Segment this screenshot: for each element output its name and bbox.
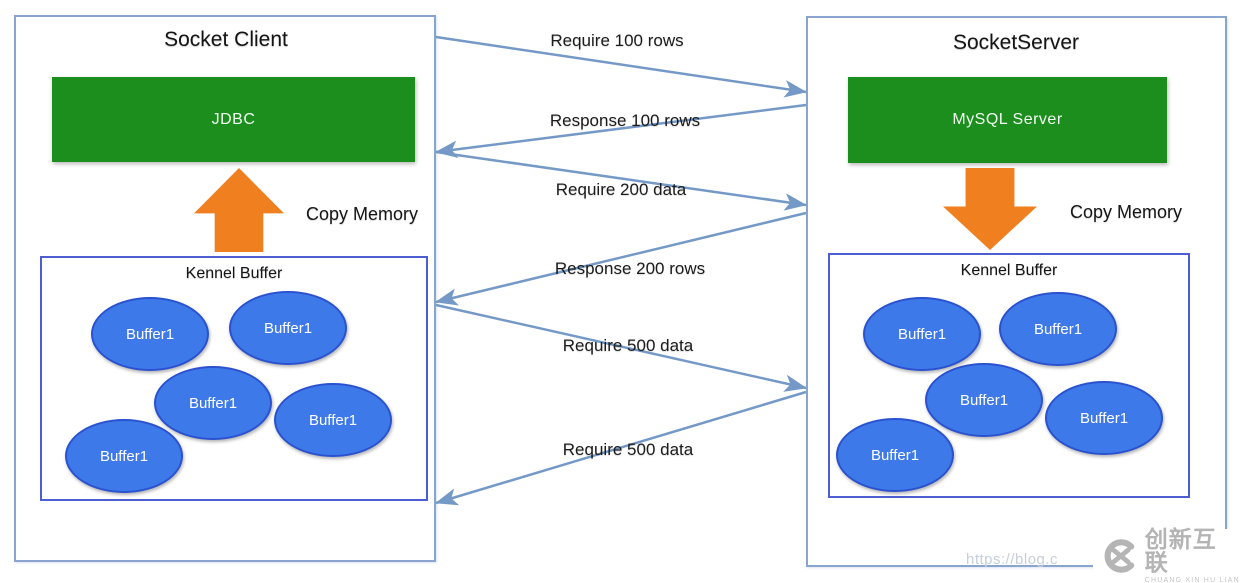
buffer-ellipse: Buffer1 bbox=[999, 292, 1117, 366]
buffer-ellipse: Buffer1 bbox=[65, 419, 183, 493]
buffer-ellipse: Buffer1 bbox=[154, 366, 272, 440]
buffer-ellipse: Buffer1 bbox=[274, 383, 392, 457]
jdbc-box: JDBC bbox=[52, 77, 415, 162]
message-label: Require 100 rows bbox=[550, 31, 684, 50]
logo-text-wrap: 创新互联 CHUANG XIN HU LIAN bbox=[1145, 528, 1240, 583]
buffer-ellipse: Buffer1 bbox=[863, 297, 981, 371]
message-label: Require 500 data bbox=[562, 336, 694, 355]
socket-client-title: Socket Client bbox=[164, 28, 288, 51]
client-kennel-buffer-title: Kennel Buffer bbox=[185, 265, 283, 282]
buffer-ellipse: Buffer1 bbox=[1045, 381, 1163, 455]
chuangxin-logo-icon bbox=[1104, 539, 1135, 573]
watermark-logo-card: 创新互联 CHUANG XIN HU LIAN bbox=[1093, 528, 1240, 583]
logo-subtitle: CHUANG XIN HU LIAN bbox=[1144, 577, 1240, 583]
mysql-server-box: MySQL Server bbox=[848, 77, 1167, 163]
socket-server-title: SocketServer bbox=[952, 31, 1080, 54]
watermark-url-text: https://blog.c bbox=[966, 551, 1059, 568]
message-label: Response 200 rows bbox=[554, 259, 706, 278]
message-label: Require 200 data bbox=[555, 180, 687, 199]
buffer-ellipse: Buffer1 bbox=[229, 291, 347, 365]
buffer-ellipse: Buffer1 bbox=[925, 363, 1043, 437]
buffer-ellipse: Buffer1 bbox=[836, 418, 954, 492]
logo-name: 创新互联 bbox=[1144, 526, 1217, 575]
message-arrow bbox=[435, 211, 807, 306]
server-kennel-buffer-title: Kennel Buffer bbox=[960, 262, 1058, 279]
message-label: Require 500 data bbox=[562, 440, 694, 459]
message-label: Response 100 rows bbox=[549, 111, 701, 130]
server-copy-memory-label: Copy Memory bbox=[1069, 202, 1183, 222]
buffer-ellipse: Buffer1 bbox=[91, 297, 209, 371]
client-copy-memory-label: Copy Memory bbox=[305, 204, 419, 224]
